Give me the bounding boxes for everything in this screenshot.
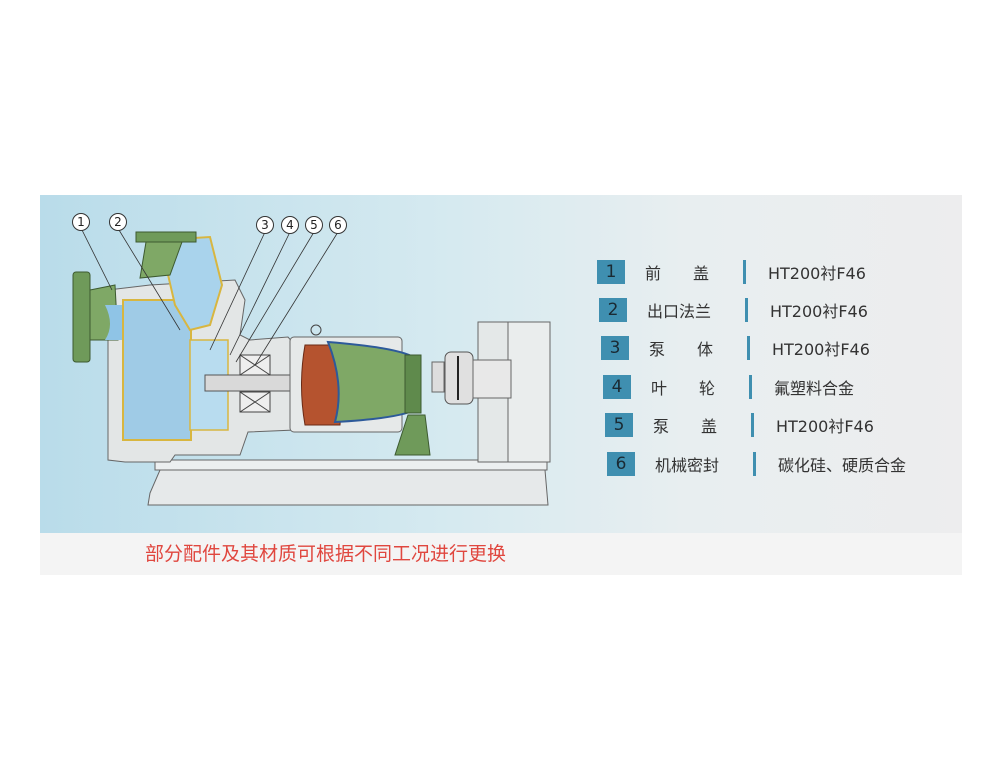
callout-6: 6 bbox=[329, 216, 347, 234]
part-name: 前 盖 bbox=[645, 264, 710, 283]
part-material: HT200衬F46 bbox=[768, 264, 866, 283]
callout-4: 4 bbox=[281, 216, 299, 234]
coupling bbox=[431, 351, 512, 405]
support-foot bbox=[394, 414, 431, 456]
part-row: 3 泵 体 HT200衬F46 bbox=[601, 335, 870, 361]
outlet-flange bbox=[135, 231, 197, 279]
part-number: 2 bbox=[599, 298, 627, 322]
divider bbox=[745, 298, 748, 322]
adapter-flange bbox=[404, 354, 422, 414]
part-material: HT200衬F46 bbox=[772, 340, 870, 359]
part-row: 2 出口法兰 HT200衬F46 bbox=[599, 297, 868, 323]
part-material: 氟塑料合金 bbox=[774, 379, 855, 398]
callout-3: 3 bbox=[256, 216, 274, 234]
part-row: 4 叶 轮 氟塑料合金 bbox=[603, 374, 854, 400]
callout-1: 1 bbox=[72, 213, 90, 231]
lifting-eye-icon bbox=[310, 324, 322, 336]
callout-2: 2 bbox=[109, 213, 127, 231]
part-row: 1 前 盖 HT200衬F46 bbox=[597, 259, 866, 285]
divider bbox=[747, 336, 750, 360]
part-row: 6 机械密封 碳化硅、硬质合金 bbox=[607, 451, 906, 477]
motor bbox=[477, 321, 551, 463]
part-material: 碳化硅、硬质合金 bbox=[778, 456, 907, 475]
front-cover bbox=[72, 271, 122, 363]
leader-lines bbox=[81, 229, 339, 366]
caption: 部分配件及其材质可根据不同工况进行更换 bbox=[145, 543, 507, 565]
motor-adapter bbox=[326, 340, 419, 424]
part-number: 3 bbox=[601, 336, 629, 360]
part-row: 5 泵 盖 HT200衬F46 bbox=[605, 412, 874, 438]
part-number: 6 bbox=[607, 452, 635, 476]
part-name: 叶 轮 bbox=[651, 379, 716, 398]
part-number: 1 bbox=[597, 260, 625, 284]
caption-band bbox=[40, 533, 962, 575]
part-material: HT200衬F46 bbox=[770, 302, 868, 321]
part-material: HT200衬F46 bbox=[776, 417, 874, 436]
part-name: 机械密封 bbox=[655, 456, 720, 475]
part-number: 4 bbox=[603, 375, 631, 399]
divider bbox=[753, 452, 756, 476]
rotor bbox=[301, 344, 346, 426]
part-name: 出口法兰 bbox=[647, 302, 712, 321]
divider bbox=[743, 260, 746, 284]
pump-casing bbox=[107, 235, 296, 463]
part-name: 泵 体 bbox=[649, 340, 714, 359]
part-number: 5 bbox=[605, 413, 633, 437]
part-name: 泵 盖 bbox=[653, 417, 718, 436]
callout-5: 5 bbox=[305, 216, 323, 234]
divider bbox=[749, 375, 752, 399]
divider bbox=[751, 413, 754, 437]
base-plate bbox=[147, 459, 549, 506]
